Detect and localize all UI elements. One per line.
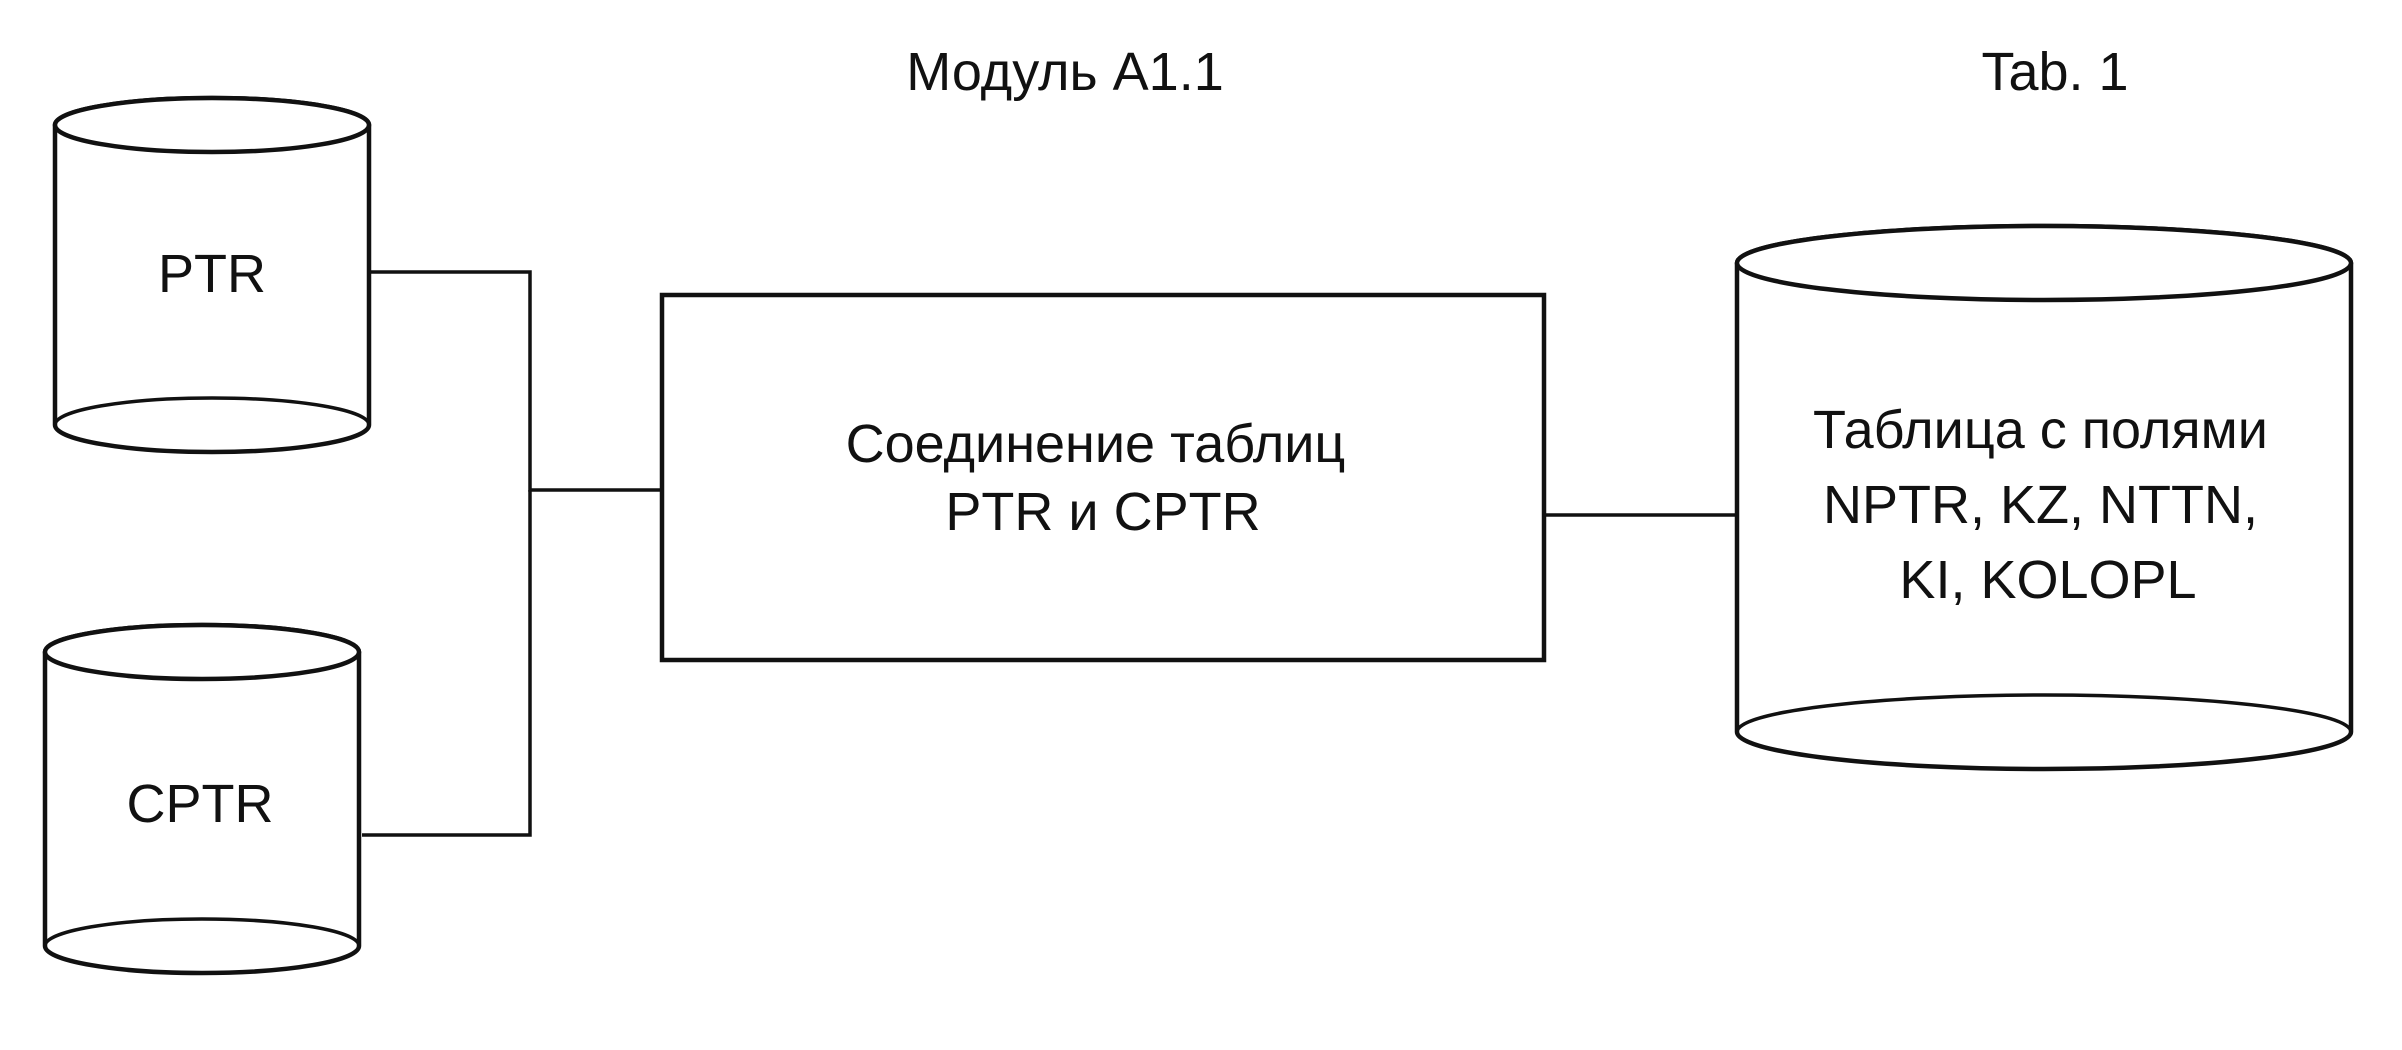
process-join-tables: Соединение таблиц PTR и CPTR <box>659 292 1547 663</box>
process-box <box>659 292 1547 663</box>
cylinder-ptr-bottom-arc <box>53 396 371 426</box>
cylinder-result-bottom-arc <box>1735 693 2353 733</box>
database-ptr: PTR <box>52 95 372 455</box>
module-title: Модуль A1.1 <box>906 42 1224 102</box>
result-label: Таблица с полями NPTR, KZ, NTTN, KI, KOL… <box>1813 400 2283 610</box>
process-label-line-2: PTR и CPTR <box>945 482 1260 542</box>
cylinder-ptr-top <box>52 95 372 155</box>
database-cptr: CPTR <box>42 622 362 976</box>
database-cptr-label: CPTR <box>127 774 274 834</box>
process-label: Соединение таблиц PTR и CPTR <box>846 414 1361 542</box>
connector-ptr <box>370 270 662 492</box>
database-ptr-label: PTR <box>158 244 266 304</box>
process-label-line-1: Соединение таблиц <box>846 414 1346 474</box>
database-result: Таблица с полями NPTR, KZ, NTTN, KI, KOL… <box>1734 223 2354 772</box>
cylinder-cptr-bottom-arc <box>43 917 361 947</box>
cylinder-result-top <box>1734 223 2354 303</box>
result-label-line-1: Таблица с полями <box>1813 400 2268 460</box>
result-label-line-2: NPTR, KZ, NTTN, <box>1823 475 2258 535</box>
result-label-line-3: KI, KOLOPL <box>1899 550 2196 610</box>
connectors <box>362 270 1740 837</box>
connector-cptr <box>362 490 532 837</box>
cylinder-cptr-top <box>42 622 362 682</box>
tab-label: Tab. 1 <box>1981 42 2128 102</box>
